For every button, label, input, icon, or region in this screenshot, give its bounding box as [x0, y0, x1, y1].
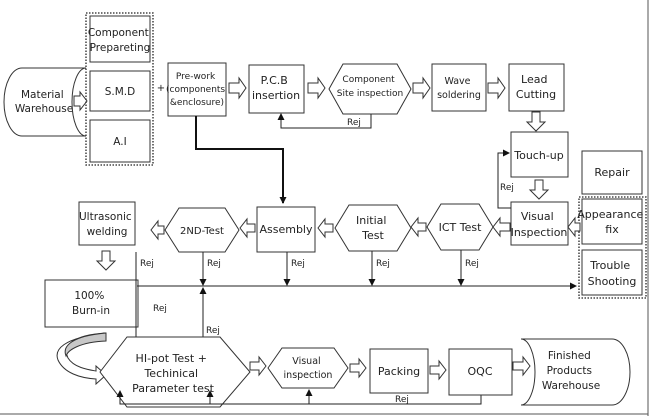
- reject-label: Rej: [465, 259, 479, 269]
- svg-text:HI-pot Test + Techinical: HI-pot Test + Techinical Parameter test: [132, 352, 215, 395]
- group-component-prep: [85, 12, 154, 166]
- svg-text:2ND-Test: 2ND-Test: [180, 226, 224, 237]
- svg-text:Visual inspection: Visual inspection: [284, 356, 333, 381]
- reject-label: Rej: [291, 259, 305, 269]
- node-visual-inspection-2: Visual inspection: [267, 347, 349, 389]
- node-ai: A.I: [89, 119, 151, 163]
- arrow-prework-to-pcb: [228, 76, 247, 100]
- arrow-hipot-to-visual: [249, 355, 267, 377]
- arrow-touchup-to-visual: [528, 179, 550, 200]
- node-trouble-shooting: Trouble Shooting: [581, 249, 643, 296]
- node-component-site-inspection: Component Site inspection: [328, 63, 412, 115]
- node-pcb-insertion: P.C.B insertion: [248, 64, 305, 114]
- reject-return-bottom: [116, 390, 482, 405]
- svg-text:Wave soldering: Wave soldering: [437, 76, 481, 101]
- node-wave-soldering: Wave soldering: [431, 63, 487, 112]
- reject-label: Rej: [207, 259, 221, 269]
- svg-text:Initial Test: Initial Test: [356, 214, 390, 242]
- arrow-ultrasonic-to-burnin: [95, 250, 117, 271]
- node-ict-test: ICT Test: [426, 203, 494, 251]
- node-ultrasonic-welding: Ultrasonic welding: [78, 201, 136, 246]
- svg-text:OQC: OQC: [468, 365, 493, 378]
- node-2nd-test: 2ND-Test: [164, 207, 240, 253]
- node-visual-inspection-1: Visual Inspection: [510, 201, 569, 246]
- svg-text:Repair: Repair: [594, 166, 630, 179]
- svg-text:P.C.B insertion: P.C.B insertion: [252, 74, 300, 102]
- svg-text:A.I: A.I: [113, 136, 126, 148]
- arrow-packing-to-oqc: [429, 359, 447, 381]
- svg-text:Component Site inspectio: Component Site inspection: [337, 75, 403, 99]
- node-hipot-test: HI-pot Test + Techinical Parameter test: [99, 336, 251, 408]
- svg-text:Component Prepareting: Component Prepareting: [88, 27, 152, 54]
- reject-site-to-pcb: [277, 113, 372, 129]
- node-finished-warehouse: Finished Products Warehouse: [520, 338, 631, 406]
- material-warehouse-label: Material Warehouse: [15, 89, 73, 115]
- arrow-visual-to-ict: [492, 216, 511, 238]
- plus-sign: +: [157, 83, 165, 94]
- node-appearance-fix: Appearance fix: [577, 198, 647, 245]
- svg-text:100% Burn-in: 100% Burn-in: [72, 290, 110, 317]
- svg-text:Pre-work (components: Pre-work (components &enclosure): [166, 72, 228, 108]
- reject-label: Rej: [376, 259, 390, 269]
- arrow-assembly-to-2nd: [239, 217, 256, 239]
- svg-text:Appearance fix: Appearance fix: [577, 208, 647, 236]
- arrow-visual-to-packing: [349, 357, 367, 379]
- connector-prework-to-assembly: [195, 116, 287, 204]
- node-lead-cutting: Lead Cutting: [508, 63, 565, 112]
- reject-label: Rej: [140, 259, 154, 269]
- node-burn-in: 100% Burn-in: [44, 279, 139, 328]
- svg-text:S.M.D: S.M.D: [105, 86, 136, 98]
- node-repair: Repair: [581, 150, 643, 195]
- node-assembly: Assembly: [256, 206, 316, 253]
- arrow-warehouse-to-smd: [73, 90, 88, 112]
- svg-text:Finished Products: Finished Products Warehouse: [542, 350, 600, 392]
- svg-text:ICT Test: ICT Test: [439, 221, 482, 234]
- node-packing: Packing: [369, 348, 429, 394]
- svg-text:Trouble Shooting: Trouble Shooting: [588, 259, 637, 288]
- reject-visual-to-touchup: [497, 149, 511, 209]
- arrow-appearance-to-visual: [567, 216, 581, 238]
- node-prework: Pre-work (components &enclosure): [166, 62, 228, 117]
- arrow-oqc-to-warehouse: [512, 355, 531, 377]
- node-touch-up: Touch-up: [510, 131, 569, 178]
- arrow-ict-to-initial: [410, 216, 427, 238]
- curved-arrow-burnin-to-hipot: [56, 332, 107, 386]
- arrow-initial-to-assembly: [317, 217, 334, 239]
- reject-label: Rej: [206, 326, 220, 336]
- arrow-2nd-to-ultrasonic: [150, 219, 165, 241]
- svg-text:Ultrasonic welding: Ultrasonic welding: [79, 211, 135, 238]
- node-material-warehouse: Material Warehouse: [3, 67, 87, 137]
- svg-text:Assembly: Assembly: [259, 223, 313, 236]
- arrow-wave-to-lead: [487, 76, 506, 100]
- reject-label: Rej: [395, 395, 409, 405]
- group-repair-options: [578, 196, 647, 299]
- node-initial-test: Initial Test: [334, 204, 412, 252]
- reject-label: Rej: [347, 118, 361, 128]
- arrow-pcb-to-site: [307, 76, 326, 100]
- arrow-site-to-wave: [412, 76, 431, 100]
- node-oqc: OQC: [448, 348, 513, 396]
- reject-label: Rej: [153, 304, 167, 314]
- reject-label: Rej: [500, 183, 514, 193]
- svg-text:Lead Cutting: Lead Cutting: [516, 73, 556, 101]
- node-smd: S.M.D: [89, 70, 151, 112]
- svg-text:Visual Inspection: Visual Inspection: [511, 210, 568, 239]
- arrow-lead-to-touchup: [525, 111, 547, 132]
- svg-text:Packing: Packing: [378, 365, 420, 378]
- svg-text:Touch-up: Touch-up: [513, 149, 564, 162]
- node-component-preparing: Component Prepareting: [88, 15, 152, 63]
